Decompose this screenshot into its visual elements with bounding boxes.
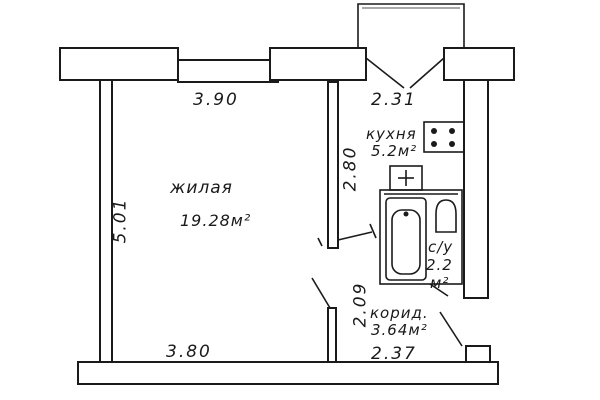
stove-icon [423,121,465,153]
corridor-height-label: 2.09 [350,281,371,328]
corridor-name: корид. [370,304,429,322]
balcony-door [365,57,445,89]
bathroom-name: с/у [428,238,454,256]
living-height-label: 5.01 [110,197,131,244]
kitchen-area: 5.2м² [371,142,418,160]
living-bottom-width-label: 3.80 [166,342,212,362]
bathroom-area-unit: м² [430,274,450,292]
kitchen-height-label: 2.80 [340,145,361,192]
bathroom-area: 2.2 [426,256,453,274]
toilet-icon [435,199,457,233]
sink-icon [389,165,423,191]
corridor-area: 3.64м² [371,321,428,339]
living-room-area: 19.28м² [180,211,252,230]
corridor-width-label: 2.37 [371,344,417,364]
door-swing-marks [317,223,377,247]
living-room-name: жилая [170,178,233,198]
bathtub-icon [385,197,427,281]
kitchen-width-label: 2.31 [371,90,417,110]
living-top-width-label: 3.90 [193,90,239,110]
balcony [357,3,465,48]
kitchen-name: кухня [366,125,417,143]
outer-walls [59,47,515,385]
